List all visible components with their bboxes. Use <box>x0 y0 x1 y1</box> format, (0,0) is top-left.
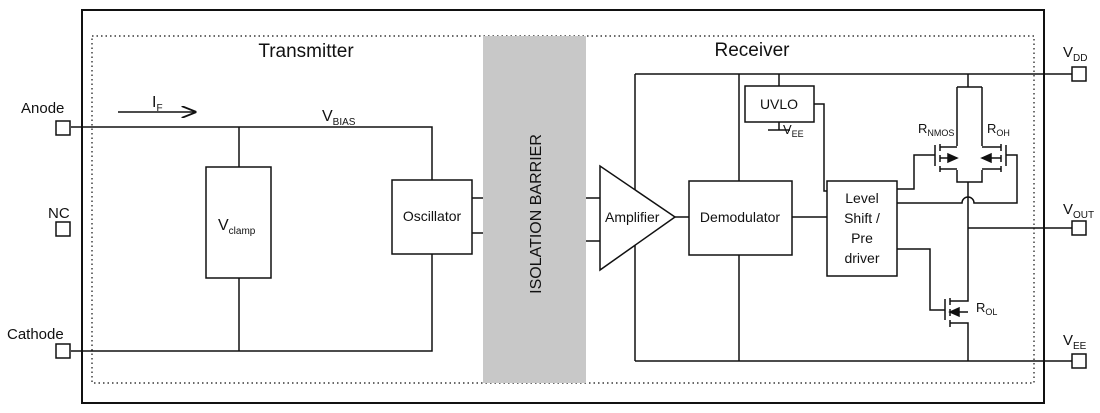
vout-label: VOUT <box>1063 201 1094 221</box>
amplifier-block <box>599 164 677 272</box>
demodulator-block <box>688 180 793 256</box>
uvlo-label: UVLO <box>760 96 798 112</box>
rnmos-label: RNMOS <box>918 121 954 138</box>
transmitter-wiring <box>71 126 483 352</box>
cathode-pin <box>55 343 71 359</box>
nc-pin <box>55 221 71 237</box>
level-shift-block <box>826 180 898 277</box>
vclamp-label: Vclamp <box>218 217 256 237</box>
level-shift-line-2: Shift / <box>844 210 880 226</box>
level-shift-line-1: Level <box>845 190 878 206</box>
vdd-label: VDD <box>1063 44 1087 64</box>
rol-transistor <box>944 294 969 327</box>
vee-pin <box>1071 353 1087 369</box>
nc-label: NC <box>48 205 70 222</box>
roh-transistor <box>980 144 1007 172</box>
uvlo-block <box>744 85 815 123</box>
vclamp-block <box>205 166 272 279</box>
anode-pin <box>55 120 71 136</box>
uvlo-vee-label: VEE <box>783 122 804 139</box>
vout-pin <box>1071 220 1087 236</box>
anode-label: Anode <box>21 100 64 117</box>
demodulator-label: Demodulator <box>700 209 780 225</box>
vdd-pin <box>1071 66 1087 82</box>
cathode-label: Cathode <box>7 326 64 343</box>
transmitter-title: Transmitter <box>258 41 354 62</box>
receiver-wiring <box>586 73 1072 362</box>
receiver-title: Receiver <box>715 40 791 61</box>
rol-label: ROL <box>976 300 997 317</box>
package-outline <box>81 9 1045 404</box>
level-shift-line-4: driver <box>844 250 879 266</box>
level-shift-line-3: Pre <box>851 230 873 246</box>
roh-label: ROH <box>987 121 1010 138</box>
isolation-barrier-label: ISOLATION BARRIER <box>528 134 545 294</box>
rnmos-transistor <box>934 144 959 172</box>
vee-label: VEE <box>1063 332 1087 352</box>
isolation-barrier <box>483 36 586 383</box>
oscillator-label: Oscillator <box>403 208 462 224</box>
vbias-label: VBIAS <box>322 108 356 128</box>
if-label: IF <box>152 94 163 114</box>
amplifier-label: Amplifier <box>605 209 660 225</box>
oscillator-block <box>391 179 473 255</box>
